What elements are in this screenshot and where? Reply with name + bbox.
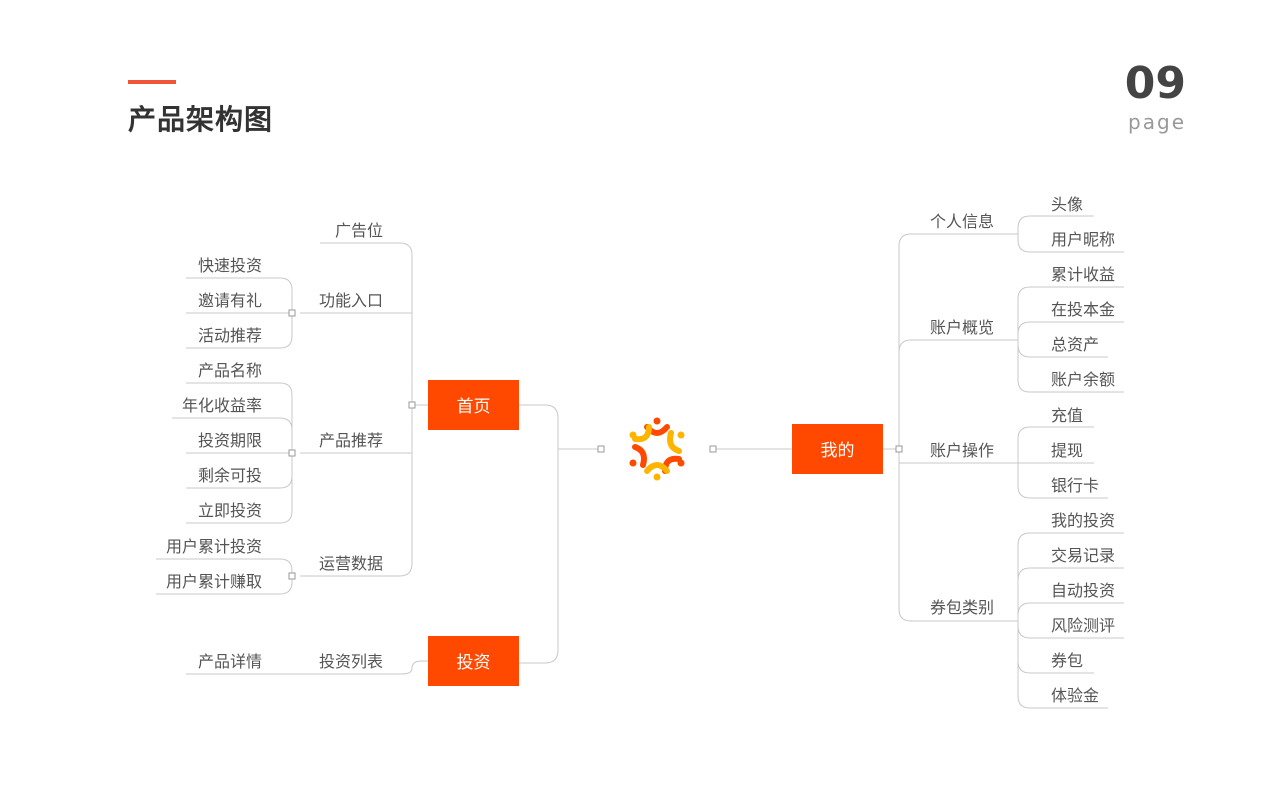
mine-group-vouchers: 券包类别 — [930, 598, 994, 617]
leaf-label: 邀请有礼 — [198, 291, 262, 310]
connector-line — [1017, 532, 1124, 621]
home-group-recommend: 产品推荐 — [319, 431, 383, 450]
leaf-label: 体验金 — [1051, 686, 1099, 705]
home-node-box[interactable] — [428, 380, 519, 430]
connector-line — [320, 242, 413, 405]
connector-node — [597, 445, 605, 453]
connector-line — [1017, 215, 1094, 234]
leaf-label: 总资产 — [1051, 335, 1099, 354]
connector-line — [186, 660, 428, 675]
leaf-label: 用户昵称 — [1051, 230, 1115, 249]
leaf-label: 用户累计投资 — [166, 537, 262, 556]
connector-line — [519, 404, 559, 664]
connector-line — [898, 233, 1018, 449]
mine-group-overview: 账户概览 — [930, 318, 994, 337]
title-accent-bar — [128, 80, 176, 84]
leaf-label: 在投本金 — [1051, 300, 1115, 319]
connector-line — [1017, 340, 1124, 393]
page-number: 09 — [1124, 58, 1186, 109]
leaf-label: 券包 — [1051, 651, 1083, 670]
connector-node — [288, 449, 296, 457]
home-group-ad: 广告位 — [335, 221, 383, 240]
leaf-label: 活动推荐 — [198, 326, 262, 345]
leaf-label: 交易记录 — [1051, 546, 1115, 565]
invest-group-list: 投资列表 — [319, 652, 383, 671]
connector-line — [1017, 286, 1124, 340]
leaf-label: 产品详情 — [198, 652, 262, 671]
leaf-label: 用户累计赚取 — [166, 572, 262, 591]
connector-line — [156, 558, 293, 576]
page-word: page — [1128, 110, 1186, 134]
leaf-label: 银行卡 — [1051, 476, 1099, 495]
connector-line — [172, 417, 293, 453]
leaf-label: 我的投资 — [1051, 511, 1115, 530]
connector-line — [1017, 602, 1124, 621]
connector-line — [300, 312, 413, 405]
leaf-label: 账户余额 — [1051, 370, 1115, 389]
connector-node — [895, 445, 903, 453]
connector-line — [898, 449, 1018, 622]
leaf-label: 产品名称 — [198, 361, 262, 380]
connector-line — [1017, 621, 1108, 709]
connector-node — [709, 445, 717, 453]
connector-line — [1017, 426, 1094, 463]
leaf-label: 充值 — [1051, 406, 1083, 425]
home-group-entry: 功能入口 — [319, 291, 383, 310]
connector-line — [1017, 567, 1124, 621]
leaf-label: 剩余可投 — [198, 466, 262, 485]
leaf-label: 风险测评 — [1051, 616, 1115, 635]
home-node-label: 首页 — [457, 397, 491, 417]
connector-line — [1017, 463, 1108, 499]
invest-node-box[interactable] — [428, 636, 519, 686]
connector-node — [408, 401, 416, 409]
page-title: 产品架构图 — [128, 103, 274, 136]
connector-node — [288, 572, 296, 580]
leaf-label: 投资期限 — [198, 431, 262, 450]
connector-line — [186, 313, 293, 349]
connector-line — [898, 339, 1018, 449]
app-logo-icon — [629, 417, 685, 481]
leaf-label: 快速投资 — [198, 256, 262, 275]
invest-node-label: 投资 — [457, 653, 491, 673]
home-group-ops: 运营数据 — [319, 554, 383, 573]
leaf-label: 年化收益率 — [182, 396, 262, 415]
connector-line — [186, 453, 293, 524]
mine-node-box[interactable] — [792, 424, 883, 474]
connector-line — [156, 576, 293, 595]
mine-node-label: 我的 — [821, 441, 855, 461]
connector-line — [1017, 321, 1124, 340]
mine-group-profile: 个人信息 — [930, 212, 994, 231]
connector-line — [1017, 234, 1124, 253]
connector-node — [288, 309, 296, 317]
connector-line — [186, 382, 293, 453]
connector-line — [300, 405, 413, 577]
leaf-label: 头像 — [1051, 195, 1083, 214]
leaf-label: 提现 — [1051, 441, 1083, 460]
mine-group-operations: 账户操作 — [930, 441, 994, 460]
leaf-label: 自动投资 — [1051, 581, 1115, 600]
leaf-label: 累计收益 — [1051, 265, 1115, 284]
leaf-label: 立即投资 — [198, 501, 262, 520]
connector-line — [186, 277, 293, 313]
